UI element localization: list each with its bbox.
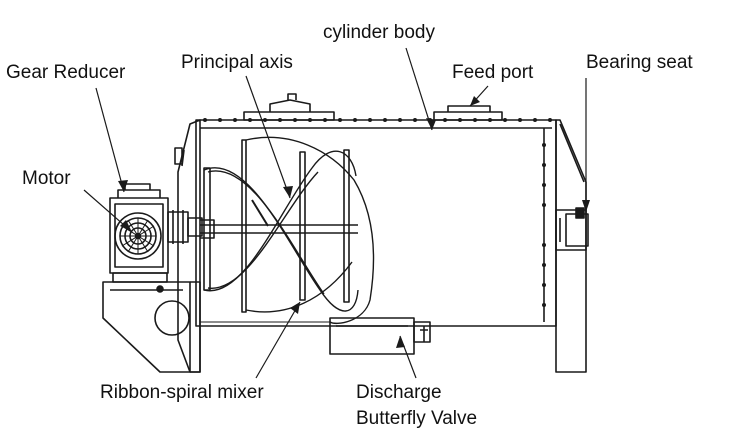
- leader-gear-reducer: [95, 87, 125, 193]
- gear-reducer-coupling: [167, 210, 203, 244]
- left-support-frame: [102, 281, 201, 373]
- leader-cylinder-body: [405, 47, 433, 131]
- flange-bolts: [203, 118, 552, 307]
- bearing-seat-icon: [555, 207, 589, 251]
- ribbon-spiral: [203, 136, 375, 325]
- label-ribbon-spiral-mixer: Ribbon-spiral mixer: [100, 382, 264, 403]
- left-end-plate: [174, 119, 201, 373]
- motor-icon: [114, 212, 162, 260]
- discharge-butterfly-valve: [199, 317, 431, 355]
- label-discharge: Discharge: [356, 382, 442, 403]
- label-butterfly-valve: Butterfly Valve: [356, 408, 478, 429]
- label-principal-axis: Principal axis: [181, 52, 293, 73]
- feed-port-left: [243, 93, 335, 121]
- label-motor: Motor: [22, 168, 71, 189]
- arrowheads: [118, 96, 590, 348]
- label-cylinder-body: cylinder body: [323, 22, 435, 43]
- label-feed-port: Feed port: [452, 62, 534, 83]
- leader-principal-axis: [245, 75, 291, 199]
- label-bearing-seat: Bearing seat: [586, 52, 693, 73]
- right-end-plate: [555, 119, 587, 373]
- label-gear-reducer: Gear Reducer: [6, 62, 126, 83]
- feed-port-icon: [433, 105, 503, 121]
- leader-lines: [83, 47, 587, 379]
- cylinder-body: [195, 119, 557, 327]
- principal-axis-shaft: [200, 219, 358, 239]
- leader-ribbon-mixer: [255, 301, 301, 379]
